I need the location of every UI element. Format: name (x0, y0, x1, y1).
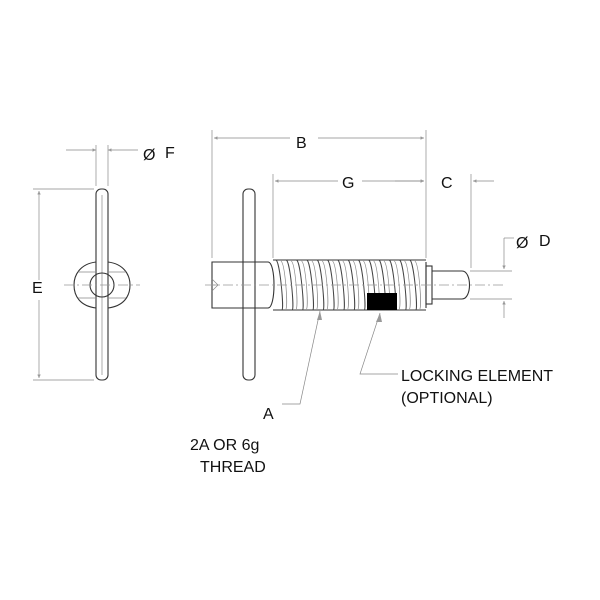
dim-b-label: B (296, 135, 307, 152)
dim-g-label: G (342, 175, 354, 192)
dimension-b: B (211, 130, 427, 258)
thread-crest (409, 259, 417, 311)
thread-crest (337, 259, 345, 311)
thread-root (404, 260, 411, 310)
thread-root (394, 260, 401, 310)
thread-spec-line2: THREAD (200, 459, 266, 476)
dim-c-label: C (441, 175, 453, 192)
plunger-tip (432, 270, 471, 300)
side-view-handle-pin (242, 188, 256, 381)
thread-root (342, 260, 349, 310)
dimension-g: G (272, 174, 424, 258)
thread-root (332, 260, 339, 310)
dim-e-label: E (32, 280, 43, 297)
end-view-pin (95, 188, 109, 381)
thread-root (352, 260, 360, 310)
side-view-knob (211, 261, 275, 309)
thread-root (291, 260, 298, 310)
dim-f-label: F (165, 145, 175, 162)
dim-d-label: D (539, 233, 551, 250)
dim-f-diameter-symbol: Ø (143, 147, 155, 164)
locking-element-line1: LOCKING ELEMENT (401, 368, 553, 385)
end-view (64, 188, 140, 381)
locking-element-line2: (OPTIONAL) (401, 390, 493, 407)
end-view-knob-right (107, 261, 131, 309)
thread-crest (306, 259, 314, 311)
leader-locking-element: LOCKING ELEMENT (OPTIONAL) (359, 312, 553, 407)
dimension-e: E (32, 188, 94, 381)
side-view (205, 188, 505, 381)
dim-d-diameter-symbol: Ø (516, 235, 528, 252)
leader-a: A 2A OR 6g THREAD (190, 310, 322, 476)
thread-spec-line1: 2A OR 6g (190, 437, 259, 454)
thread-root (311, 260, 318, 310)
thread-root (280, 260, 287, 310)
dimension-c: C (395, 174, 494, 268)
locking-element (367, 293, 397, 310)
thread-root (414, 260, 421, 310)
dimension-f: Ø F (66, 145, 175, 186)
thread-root (321, 260, 329, 310)
dimension-d: Ø D (470, 233, 551, 318)
dim-a-label: A (263, 406, 274, 423)
thread-root (301, 260, 308, 310)
